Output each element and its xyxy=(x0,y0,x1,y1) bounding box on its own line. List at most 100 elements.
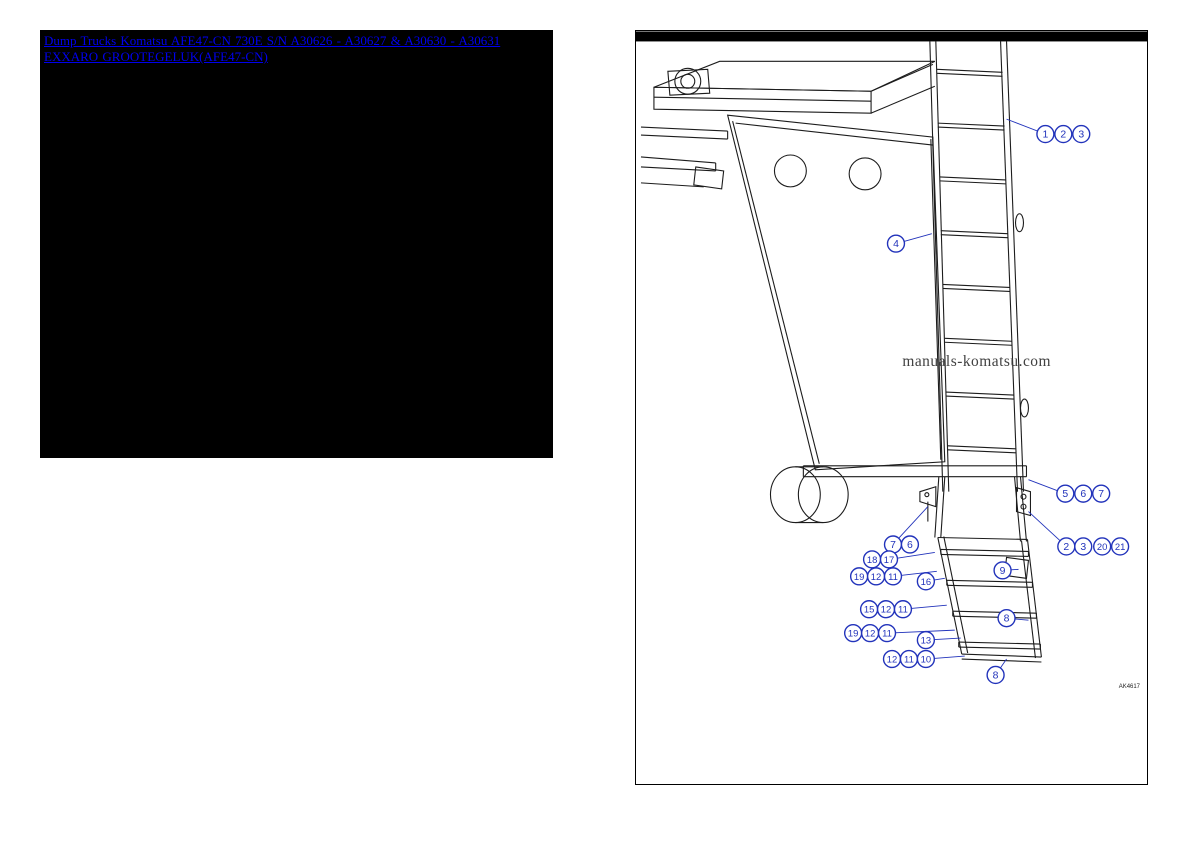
callout-circle[interactable] xyxy=(1056,484,1075,503)
callout-number: 18 xyxy=(867,555,878,566)
callout-16[interactable]: 16 xyxy=(916,572,936,591)
callout-11[interactable]: 11 xyxy=(893,600,913,619)
manual-title-link[interactable]: Dump Trucks Komatsu AFE47-CN 730E S/N A3… xyxy=(44,33,501,64)
callout-number: 8 xyxy=(993,670,999,681)
callout-circle[interactable] xyxy=(916,630,936,650)
callout-circle[interactable] xyxy=(916,649,936,669)
callout-circle[interactable] xyxy=(1072,124,1091,144)
callout-11[interactable]: 11 xyxy=(883,567,903,586)
callout-3[interactable]: 3 xyxy=(1074,537,1093,556)
callout-number: 16 xyxy=(921,577,932,588)
callout-circle[interactable] xyxy=(877,623,897,643)
callout-number: 9 xyxy=(1000,566,1006,577)
callout-3[interactable]: 3 xyxy=(1072,124,1091,144)
callout-7[interactable]: 7 xyxy=(1092,484,1111,503)
callout-5[interactable]: 5 xyxy=(1056,484,1075,503)
callout-circle[interactable] xyxy=(986,665,1005,685)
callout-12[interactable]: 12 xyxy=(860,623,880,643)
callout-number: 12 xyxy=(881,605,892,616)
callout-number: 7 xyxy=(1098,489,1104,500)
callout-7[interactable]: 7 xyxy=(883,535,903,554)
callout-number: 12 xyxy=(865,629,876,640)
callout-number: 11 xyxy=(898,605,908,616)
callout-number: 13 xyxy=(921,636,932,647)
callout-number: 19 xyxy=(854,572,865,583)
callout-1[interactable]: 1 xyxy=(1036,124,1055,144)
callout-6[interactable]: 6 xyxy=(1074,484,1093,503)
callout-circle[interactable] xyxy=(893,600,913,619)
callout-number: 2 xyxy=(1060,130,1066,141)
callout-number: 12 xyxy=(887,655,898,666)
callout-8[interactable]: 8 xyxy=(997,609,1016,628)
callout-circle[interactable] xyxy=(1092,484,1111,503)
callout-number: 6 xyxy=(1080,489,1086,500)
callout-circle[interactable] xyxy=(879,550,899,569)
callout-20[interactable]: 20 xyxy=(1093,537,1112,556)
main-ladder xyxy=(929,41,1030,492)
callout-19[interactable]: 19 xyxy=(843,623,863,643)
callout-9[interactable]: 9 xyxy=(993,561,1012,580)
callout-circle[interactable] xyxy=(1110,537,1130,556)
pivot-cylinder xyxy=(769,466,849,524)
body-porthole-left xyxy=(773,154,807,188)
callout-number: 12 xyxy=(871,572,882,583)
callout-12[interactable]: 12 xyxy=(882,649,902,669)
deck-edges xyxy=(640,126,729,190)
callout-15[interactable]: 15 xyxy=(859,600,879,619)
watermark: manuals-komatsu.com xyxy=(902,353,1051,370)
callout-circle[interactable] xyxy=(1036,124,1055,144)
callout-number: 20 xyxy=(1097,542,1108,553)
callout-circle[interactable] xyxy=(993,561,1012,580)
callout-circle[interactable] xyxy=(916,572,936,591)
callout-17[interactable]: 17 xyxy=(879,550,899,569)
callout-number: 11 xyxy=(882,629,892,640)
canopy xyxy=(653,60,936,114)
callout-10[interactable]: 10 xyxy=(916,649,936,669)
callout-21[interactable]: 21 xyxy=(1110,537,1130,556)
callout-number: 6 xyxy=(907,540,913,551)
callout-4[interactable]: 4 xyxy=(886,234,906,253)
callout-number: 4 xyxy=(893,239,899,250)
truck-ladder-drawing xyxy=(640,41,1042,663)
callout-circle[interactable] xyxy=(1093,537,1112,556)
callout-circle[interactable] xyxy=(1054,124,1073,144)
callout-number: 11 xyxy=(904,655,914,666)
callout-18[interactable]: 18 xyxy=(862,550,882,569)
callout-circle[interactable] xyxy=(883,567,903,586)
callout-number: 21 xyxy=(1115,542,1126,553)
callout-number: 15 xyxy=(864,605,875,616)
callout-12[interactable]: 12 xyxy=(876,600,896,619)
diagram-top-bar xyxy=(636,31,1147,42)
bracket-right xyxy=(1015,486,1032,517)
callout-number: 19 xyxy=(848,629,859,640)
callout-circle[interactable] xyxy=(1074,537,1093,556)
callout-number: 17 xyxy=(884,555,895,566)
parts-diagram-svg: manuals-komatsu.com AK4617 1234567232021… xyxy=(636,31,1147,690)
callout-12[interactable]: 12 xyxy=(866,567,886,586)
callout-11[interactable]: 11 xyxy=(877,623,897,643)
callout-2[interactable]: 2 xyxy=(1057,537,1076,556)
bracket-left xyxy=(919,485,937,522)
callout-number: 1 xyxy=(1042,130,1048,141)
callout-number: 3 xyxy=(1080,542,1086,553)
callout-leader-line xyxy=(886,629,955,634)
callout-number: 8 xyxy=(1004,614,1010,625)
drawing-code: AK4617 xyxy=(1119,684,1141,690)
callout-11[interactable]: 11 xyxy=(899,649,919,669)
callout-number: 10 xyxy=(921,655,932,666)
callout-circle[interactable] xyxy=(1074,484,1093,503)
manual-info-panel: Dump Trucks Komatsu AFE47-CN 730E S/N A3… xyxy=(40,30,553,458)
callout-number: 7 xyxy=(890,540,896,551)
callout-circle[interactable] xyxy=(900,535,920,554)
callout-19[interactable]: 19 xyxy=(849,567,869,586)
callout-number: 5 xyxy=(1062,489,1068,500)
callout-circle[interactable] xyxy=(886,234,906,253)
callout-2[interactable]: 2 xyxy=(1054,124,1073,144)
callout-13[interactable]: 13 xyxy=(916,630,936,650)
body-panel xyxy=(726,114,946,471)
callout-circle[interactable] xyxy=(997,609,1016,628)
lower-ladder xyxy=(937,536,1042,663)
callout-8[interactable]: 8 xyxy=(986,665,1005,685)
callout-6[interactable]: 6 xyxy=(900,535,920,554)
